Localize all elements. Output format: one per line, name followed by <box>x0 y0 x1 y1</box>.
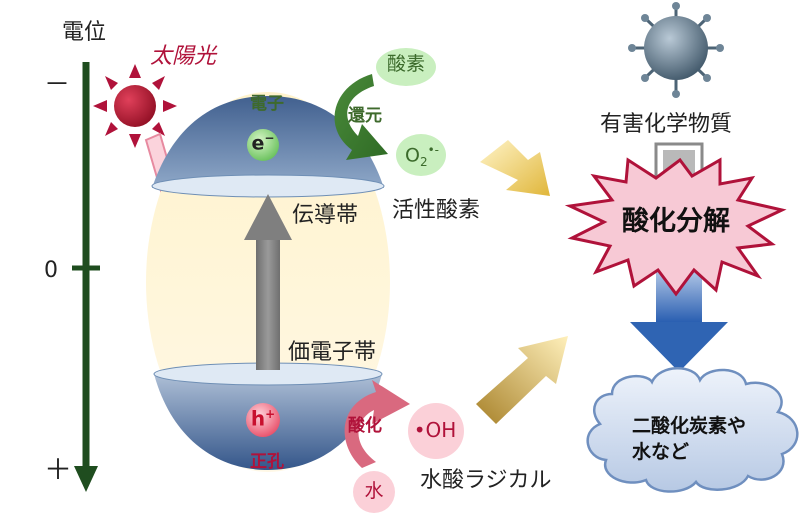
products-label: 二酸化炭素や 水など <box>632 415 747 463</box>
hydroxyl-bubble <box>408 403 464 459</box>
active-oxygen-label: 活性酸素 <box>392 198 481 223</box>
axis-positive-label: ＋ <box>44 453 73 486</box>
oxidation-label: 酸化 <box>348 416 382 436</box>
electron-symbol: e− <box>251 131 275 155</box>
sun-icon <box>93 64 177 148</box>
potential-axis-title: 電位 <box>62 20 107 45</box>
superoxide-bubble <box>396 134 446 176</box>
conduction-band-label: 伝導帯 <box>292 203 359 228</box>
water-bubble <box>353 471 395 513</box>
decomposition-label: 酸化分解 <box>622 206 730 237</box>
potential-axis <box>72 62 100 492</box>
hole-symbol: h+ <box>250 406 276 431</box>
pollutant-label: 有害化学物質 <box>600 112 733 137</box>
radical-to-decomposition-arrow <box>476 336 568 424</box>
reduction-label: 還元 <box>348 106 382 126</box>
hydroxyl-radical-label: 水酸ラジカル <box>420 468 552 493</box>
valence-band-label: 価電子帯 <box>288 340 377 365</box>
superoxide-to-decomposition-arrow <box>480 140 550 196</box>
oxygen-text: 酸素 <box>386 53 425 75</box>
electron-ball <box>247 129 279 161</box>
oxygen-bubble <box>376 48 436 86</box>
axis-zero-label: 0 <box>44 258 58 283</box>
reduction-arrow <box>334 74 388 160</box>
sunlight-label: 太陽光 <box>150 44 217 69</box>
oxidation-arrow <box>344 380 410 468</box>
axis-negative-label: － <box>44 70 71 100</box>
superoxide-formula: O2•- <box>404 143 440 170</box>
products-cloud <box>586 367 799 493</box>
water-text: 水 <box>364 480 384 502</box>
decomposition-burst <box>564 157 787 297</box>
electron-label: 電子 <box>250 94 284 114</box>
hole-label: 正孔 <box>250 452 284 472</box>
hole-ball <box>246 403 280 437</box>
excitation-arrow <box>244 194 292 370</box>
hydroxyl-formula: •OH <box>413 418 457 442</box>
virus-icon <box>628 2 724 98</box>
